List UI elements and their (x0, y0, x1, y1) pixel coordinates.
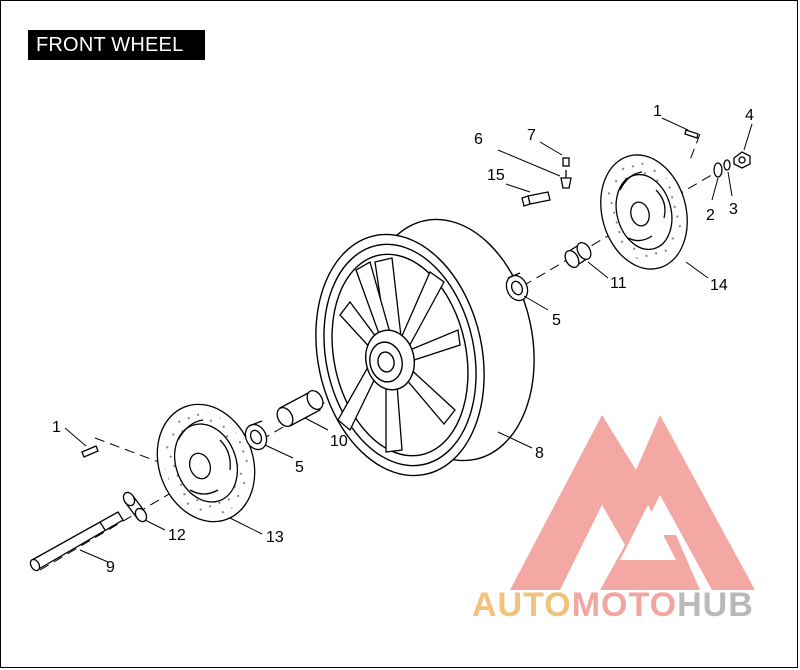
callout-10: 10 (330, 433, 348, 450)
right-bolt (684, 129, 699, 139)
watermark-hub: HUB (677, 586, 754, 624)
callout-11: 11 (610, 275, 627, 292)
axle-nut (733, 151, 751, 169)
page-title: FRONT WHEEL (28, 30, 205, 60)
left-spacer (122, 491, 148, 523)
left-brake-disc (156, 403, 256, 523)
left-bearing (244, 420, 268, 451)
callout-5-left: 5 (295, 459, 304, 476)
callout-5-right: 5 (552, 312, 561, 329)
balance-weight (521, 191, 551, 207)
callout-1-right: 1 (653, 103, 662, 120)
callout-14: 14 (710, 277, 728, 294)
callout-15: 15 (487, 167, 505, 184)
front-axle (29, 511, 124, 572)
wheel-spokes (337, 257, 461, 453)
callout-2: 2 (706, 207, 715, 224)
left-bolt (81, 445, 99, 458)
callout-9: 9 (106, 559, 115, 576)
callout-12: 12 (168, 527, 186, 544)
long-spacer (276, 390, 324, 427)
watermark-auto: AUTO (472, 586, 572, 624)
callout-8: 8 (535, 445, 544, 462)
washer (713, 159, 731, 178)
callout-13: 13 (266, 529, 284, 546)
wheel-hub (365, 329, 415, 391)
callout-7: 7 (527, 127, 536, 144)
callout-6: 6 (474, 131, 483, 148)
right-bearing (505, 272, 529, 302)
right-spacer (564, 241, 592, 269)
leader-lines (64, 117, 753, 563)
watermark-moto: MOTO (571, 586, 678, 624)
watermark-text: AUTOMOTOHUB (472, 586, 754, 625)
watermark-logo (510, 415, 755, 590)
right-brake-disc (600, 154, 688, 270)
axis-line (39, 133, 721, 571)
callout-1-left: 1 (52, 419, 61, 436)
callout-3: 3 (729, 201, 738, 218)
valve-stem (560, 157, 572, 189)
callout-4: 4 (745, 107, 754, 124)
